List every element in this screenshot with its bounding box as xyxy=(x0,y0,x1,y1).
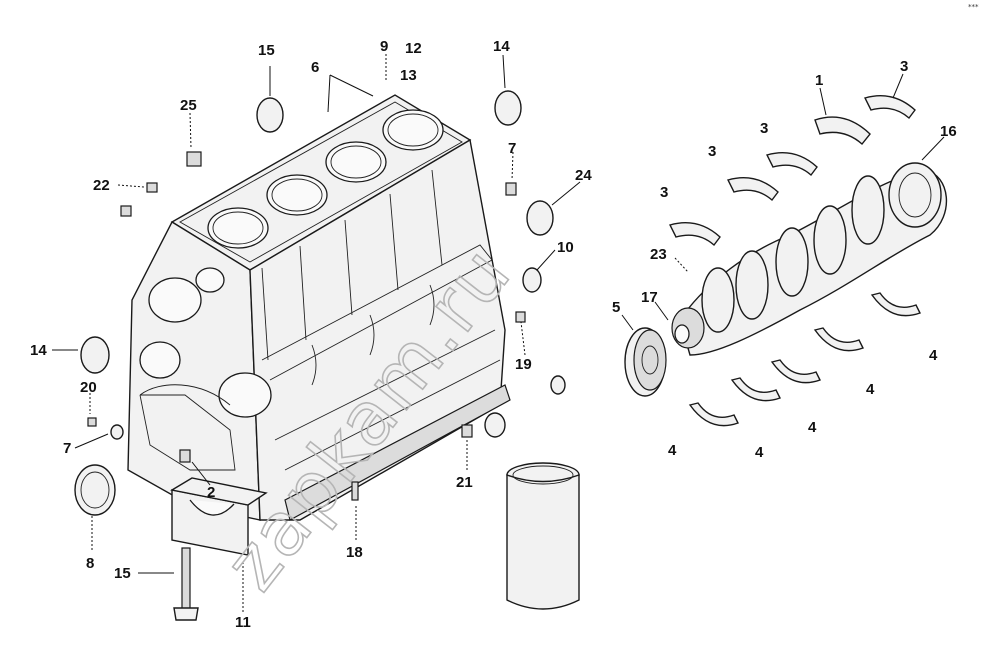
callout-labels: 1 2 3 3 3 3 4 4 4 4 4 4 5 6 7 7 8 9 10 1… xyxy=(30,38,957,631)
callout-21: 21 xyxy=(456,474,473,491)
callout-4c: 4 xyxy=(808,419,817,436)
callout-4a: 4 xyxy=(929,347,938,364)
callout-17: 17 xyxy=(641,289,658,306)
callout-3d: 3 xyxy=(660,184,668,201)
callout-15a: 15 xyxy=(258,42,275,59)
callout-4e: 4 xyxy=(668,442,677,459)
callout-19: 19 xyxy=(515,356,532,373)
crank-gear xyxy=(624,327,667,397)
callout-3c: 3 xyxy=(708,143,716,160)
callout-6: 6 xyxy=(311,59,319,76)
callout-8: 8 xyxy=(86,555,94,572)
callout-12: 12 xyxy=(405,40,422,57)
corner-mark: *** xyxy=(968,3,979,11)
leader-lines xyxy=(52,54,945,612)
callout-25: 25 xyxy=(180,97,197,114)
callout-4d: 4 xyxy=(755,444,764,461)
callout-22: 22 xyxy=(93,177,110,194)
callout-20: 20 xyxy=(80,379,97,396)
main-bearing-cap xyxy=(170,477,268,621)
callout-18: 18 xyxy=(346,544,363,561)
callout-5: 5 xyxy=(612,299,620,316)
callout-11: 11 xyxy=(235,614,251,631)
crankshaft xyxy=(671,162,947,356)
callout-3b: 3 xyxy=(760,120,768,137)
cylinder-liner xyxy=(506,462,580,610)
engine-block xyxy=(127,94,511,521)
callout-2: 2 xyxy=(207,484,215,501)
callout-15b: 15 xyxy=(114,565,131,582)
callout-23: 23 xyxy=(650,246,667,263)
callout-24: 24 xyxy=(575,167,592,184)
callout-3a: 3 xyxy=(900,58,908,75)
small-parts xyxy=(74,90,566,516)
callout-16: 16 xyxy=(940,123,957,140)
callout-9: 9 xyxy=(380,38,388,55)
callout-14a: 14 xyxy=(493,38,510,55)
callout-10: 10 xyxy=(557,239,574,256)
callout-14b: 14 xyxy=(30,342,47,359)
callout-4b: 4 xyxy=(866,381,875,398)
callout-1: 1 xyxy=(815,72,823,89)
bearing-shells xyxy=(668,95,921,427)
callout-13: 13 xyxy=(400,67,417,84)
callout-7a: 7 xyxy=(508,140,516,157)
callout-7b: 7 xyxy=(63,440,71,457)
